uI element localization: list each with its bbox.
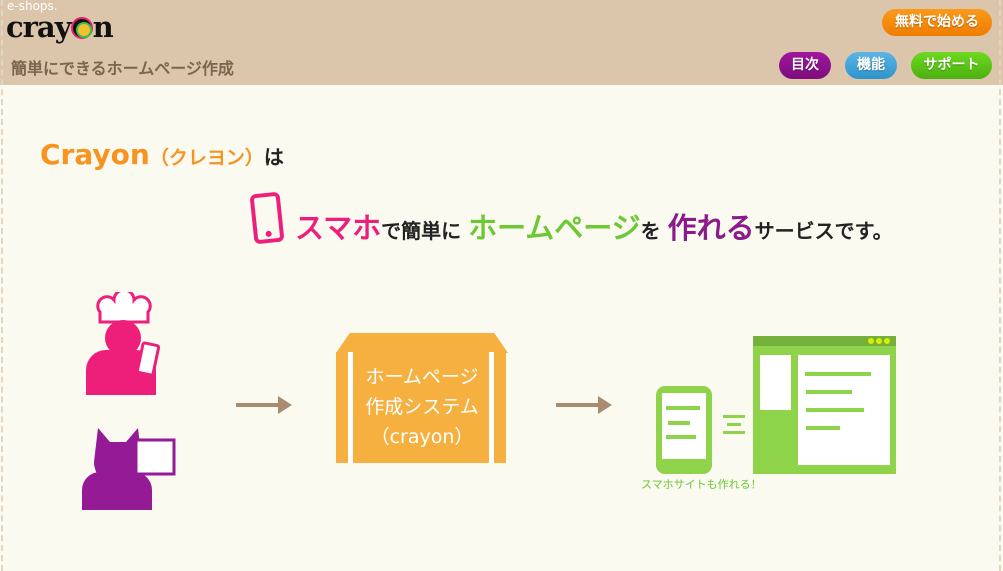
chef-icon <box>86 292 161 395</box>
arrow-right-icon <box>556 396 612 414</box>
site-subtitle: 簡単にできるホームページ作成 <box>11 59 234 78</box>
logo-eshops: e-shops. <box>7 0 58 13</box>
box-label: ホームページ作成システム（crayon） <box>365 366 479 448</box>
mobile-caption: スマホサイトも作れる！ <box>641 478 762 491</box>
nav-toc-button[interactable]: 目次 <box>779 52 831 79</box>
hero-title: Crayon（クレヨン）は <box>40 138 284 171</box>
users-illustration <box>82 292 176 510</box>
crayon-system-box <box>336 352 506 463</box>
smartphone-icon <box>249 191 285 245</box>
equals-icon <box>723 415 745 434</box>
nav-support-button[interactable]: サポート <box>911 52 992 79</box>
arrow-right-icon <box>236 396 292 414</box>
nav-features-button[interactable]: 機能 <box>845 52 897 79</box>
left-border <box>1 0 3 571</box>
box-lid <box>336 333 508 353</box>
start-free-button[interactable]: 無料で始める <box>882 9 992 36</box>
right-border <box>999 0 1001 571</box>
hero-tagline: スマホで簡単に ホームページを 作れるサービスです。 <box>295 211 893 245</box>
cat-icon <box>82 428 176 510</box>
mobile-site-icon <box>656 386 712 474</box>
desktop-site-icon <box>753 336 896 474</box>
site-illustration <box>656 336 896 474</box>
